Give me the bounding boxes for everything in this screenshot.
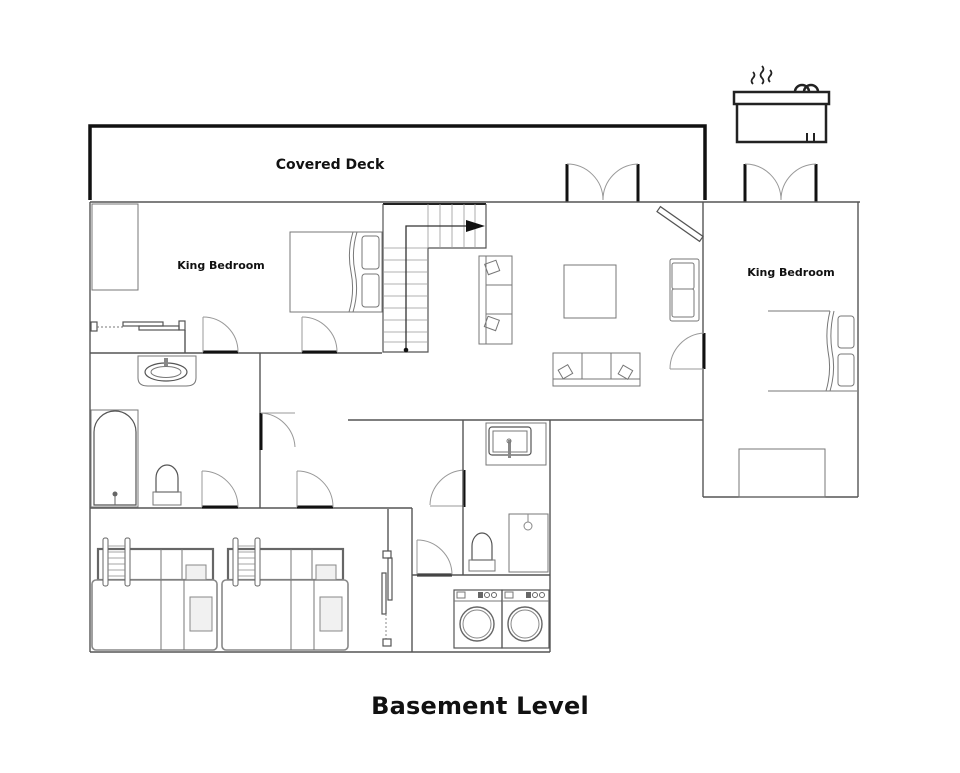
hot-tub-icon — [732, 65, 831, 144]
door-living-bedroom-right[interactable] — [669, 332, 706, 370]
sofa-icon — [552, 352, 641, 387]
laundry — [453, 589, 550, 649]
door-bunk-room[interactable] — [296, 470, 334, 509]
exterior-walls — [89, 201, 860, 653]
king-bed-icon — [289, 231, 383, 313]
dresser-icon — [738, 448, 826, 498]
room-label-king-bedroom-right: King Bedroom — [747, 266, 835, 279]
sliding-closet-door-icon[interactable] — [381, 509, 393, 647]
l-shaped-staircase[interactable] — [382, 203, 487, 353]
door-bathroom-left[interactable] — [201, 470, 239, 509]
french-doors-deck-right[interactable] — [743, 163, 818, 202]
sink-icon — [137, 355, 197, 387]
king-bed-icon — [768, 310, 857, 392]
stair-arrow-icon — [466, 220, 485, 232]
loveseat-icon — [669, 258, 700, 322]
tv-icon — [656, 205, 704, 243]
king-bedroom-right: King Bedroom — [738, 266, 857, 498]
dryer-icon — [501, 589, 550, 649]
sink-icon — [485, 422, 547, 466]
washer-icon — [453, 589, 503, 649]
door-hall-side[interactable] — [259, 412, 296, 450]
bunk-room — [91, 509, 393, 651]
door-bedroom-hall[interactable] — [301, 316, 338, 354]
french-doors-deck-left[interactable] — [565, 163, 640, 202]
living-area — [478, 205, 706, 387]
bunk-bed-icon — [91, 537, 218, 651]
bunk-bed-icon — [221, 537, 349, 651]
bathroom-left — [90, 353, 412, 509]
room-label-king-bedroom-left: King Bedroom — [177, 259, 265, 272]
sliding-closet-door-icon[interactable] — [90, 320, 186, 353]
covered-deck: Covered Deck — [88, 124, 707, 200]
door-bedroom-bath[interactable] — [202, 316, 239, 354]
sofa-icon — [478, 255, 513, 345]
room-label-covered-deck: Covered Deck — [276, 157, 385, 173]
king-bedroom-left: King Bedroom — [90, 203, 383, 354]
toilet-icon — [468, 532, 496, 572]
floor-plan-title: Basement Level — [371, 692, 589, 720]
coffee-table-icon — [563, 264, 617, 319]
bathtub-icon — [90, 409, 139, 508]
toilet-icon — [152, 464, 182, 506]
dresser-icon — [91, 203, 139, 291]
shower-icon — [508, 513, 549, 573]
door-laundry[interactable] — [416, 539, 453, 577]
door-bathroom-right[interactable] — [429, 469, 466, 507]
bathroom-right — [411, 420, 550, 652]
